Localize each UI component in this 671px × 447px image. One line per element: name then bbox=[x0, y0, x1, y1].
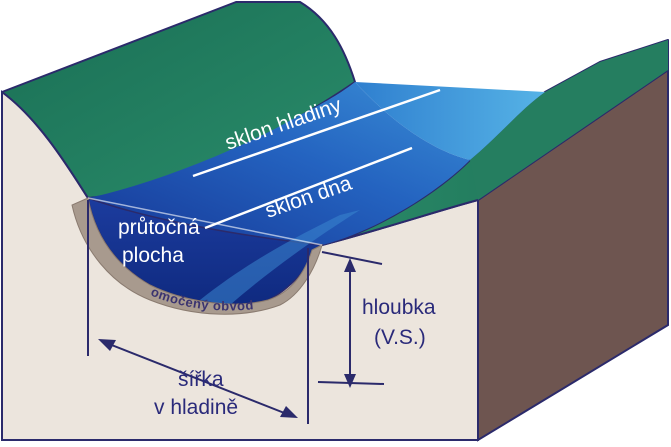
width-dimension-line bbox=[103, 341, 293, 417]
depth-arrow-top bbox=[344, 258, 356, 272]
width-arrow-left bbox=[98, 339, 116, 351]
depth-arrow-bottom bbox=[344, 374, 356, 388]
surface-edge-line bbox=[87, 197, 323, 246]
label-flow-area-line2: plocha bbox=[122, 244, 184, 267]
width-arrow-right bbox=[280, 406, 298, 418]
depth-top-extension bbox=[321, 251, 383, 265]
water-far bbox=[355, 82, 545, 160]
water-surface-slope-line bbox=[192, 88, 441, 178]
label-width-line1: šířka bbox=[178, 368, 224, 391]
label-depth-line1: hloubka bbox=[362, 296, 436, 319]
wetted-perimeter-band bbox=[71, 197, 323, 315]
water-surface bbox=[88, 82, 470, 245]
bed-slope-line bbox=[204, 146, 413, 230]
label-depth-line2: (V.S.) bbox=[374, 326, 426, 349]
label-flow-area-line1: průtočná bbox=[118, 216, 200, 239]
bed-slope-highlight bbox=[200, 210, 360, 305]
right-bank-grass-top bbox=[470, 40, 668, 200]
label-width-line2: v hladině bbox=[154, 396, 238, 419]
